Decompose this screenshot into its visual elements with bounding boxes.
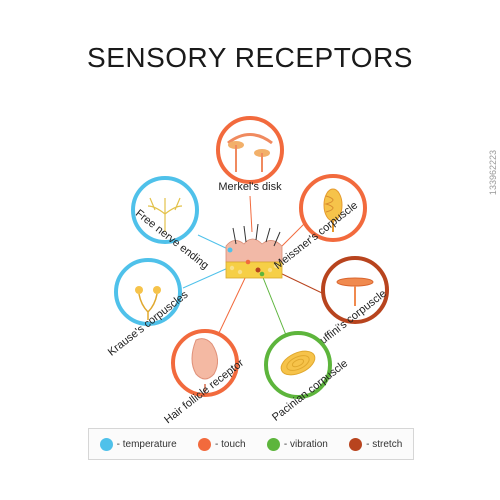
connector-merkel (249, 195, 253, 233)
merkel-disk-label: Merkel's disk (218, 181, 282, 193)
connector-ruffini (277, 271, 323, 294)
legend-dot-vibration (266, 437, 280, 451)
legend-label: - vibration (283, 438, 328, 450)
meissner-corpuscle-icon (323, 188, 343, 232)
legend-item-touch: - touch (198, 437, 246, 451)
meissner-corpuscle-node: Meissner's corpuscle (272, 174, 367, 272)
hair-follicle-icon (191, 338, 218, 392)
free-nerve-ending-node: Free nerve ending (131, 176, 211, 272)
legend-label: - touch (215, 438, 246, 450)
free-nerve-ending-icon (147, 197, 183, 232)
legend-dot-stretch (349, 437, 363, 451)
diagram-title: SENSORY RECEPTORS (87, 42, 413, 73)
legend: - temperature - touch - vibration - stre… (88, 428, 414, 460)
pacinian-corpuscle-node: Pacinian corpuscle (264, 331, 350, 424)
legend-dot-temperature (99, 437, 113, 451)
connector-pacinian (261, 274, 289, 341)
legend-item-stretch: - stretch (349, 437, 403, 451)
stock-id-text: 133962223 (488, 150, 498, 196)
skin-section (225, 223, 283, 279)
merkel-disk-icon (227, 133, 273, 172)
legend-label: - temperature (116, 438, 177, 450)
ruffini-corpuscle-node: Ruffini's corpuscle (312, 256, 389, 352)
connector-lines (182, 195, 323, 341)
legend-dot-touch (198, 437, 212, 451)
legend-item-temperature: - temperature (99, 437, 177, 451)
pacinian-corpuscle-icon (280, 350, 316, 376)
connector-free (197, 234, 231, 251)
connector-meissner (281, 221, 307, 247)
ruffini-corpuscle-icon (336, 277, 374, 306)
legend-item-vibration: - vibration (266, 437, 328, 451)
merkel-disk-node: Merkel's disk (216, 116, 284, 193)
krause-corpuscles-icon (135, 286, 161, 320)
legend-label: - stretch (366, 438, 403, 450)
hair-follicle-node: Hair follicle receptor (162, 329, 246, 426)
connector-krause (182, 267, 229, 289)
connector-hair (217, 275, 247, 336)
